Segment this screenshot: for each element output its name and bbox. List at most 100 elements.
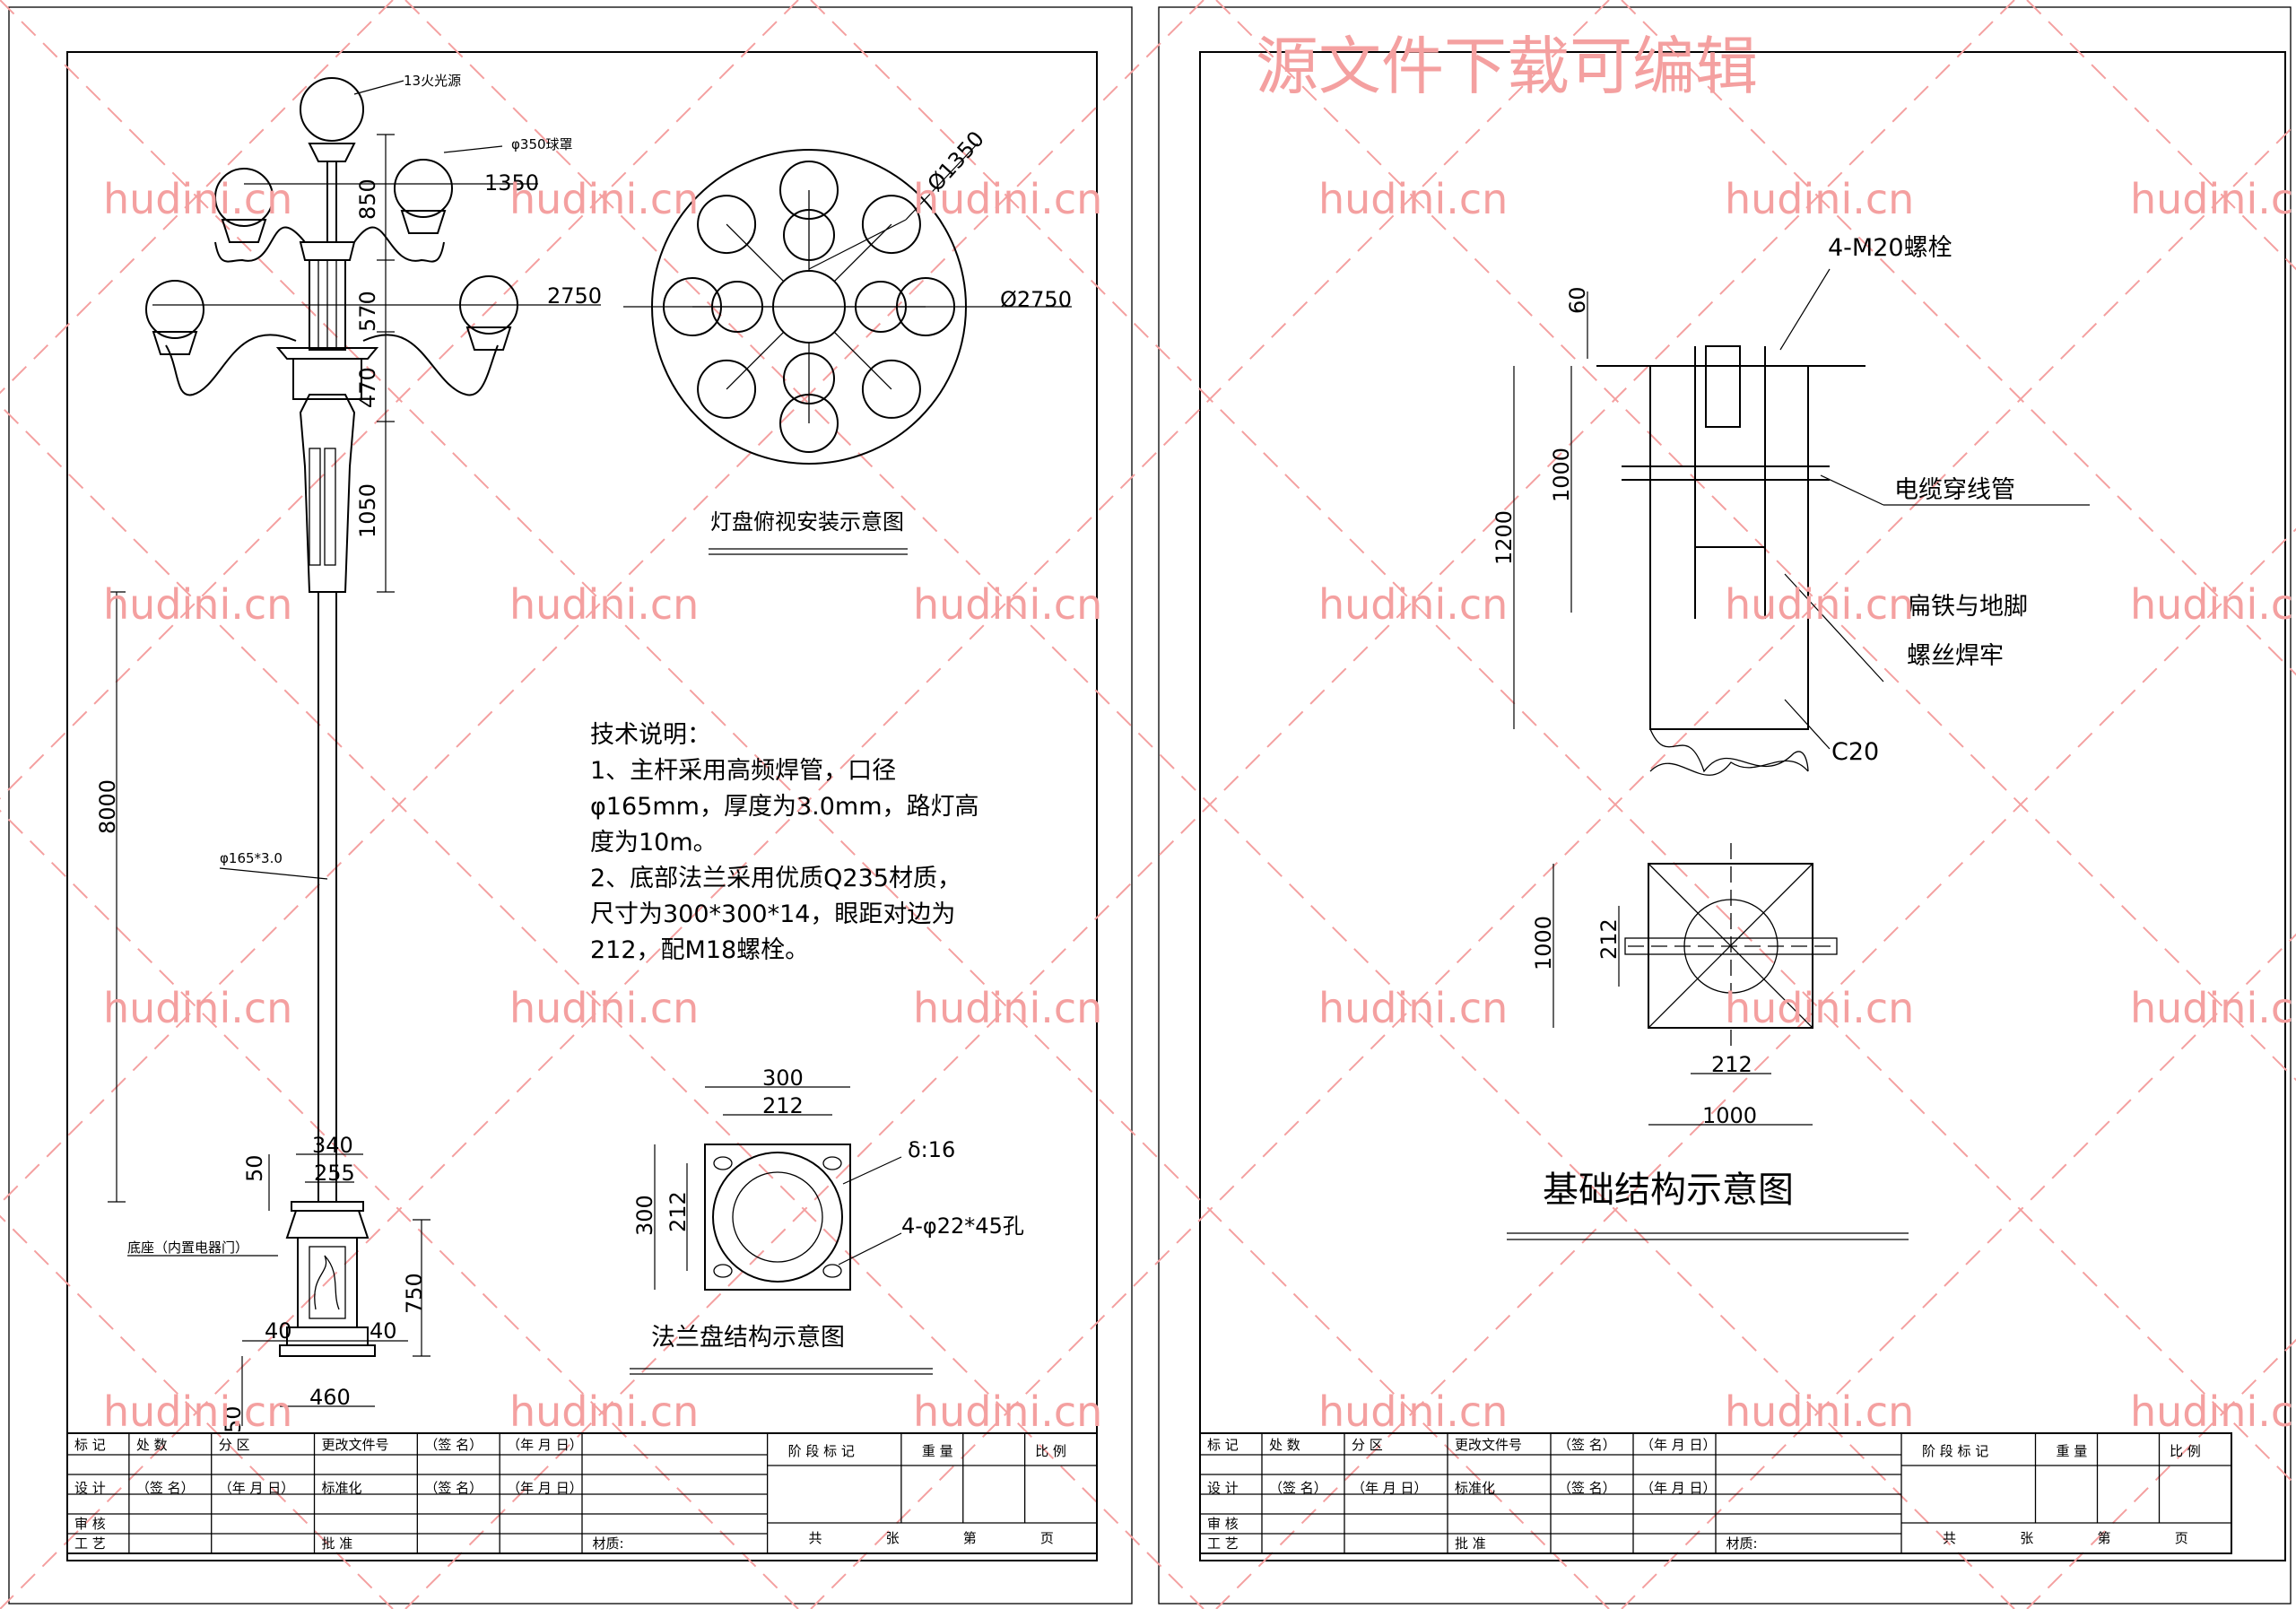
watermark-dash: [1215, 0, 2296, 1082]
tb-cell: 批 准: [322, 1535, 353, 1552]
flange-dim-212-top: 212: [762, 1093, 804, 1118]
tb-cell: （年 月 日）: [1640, 1437, 1717, 1453]
watermark-dash: [2026, 1338, 2296, 1609]
watermark-site: hudini.cn: [1318, 580, 1508, 629]
watermark-dash: [810, 122, 2296, 1609]
tb-cell: （年 月 日）: [219, 1480, 295, 1496]
dim-570: 570: [355, 291, 380, 332]
flange-holes-label: 4-φ22*45孔: [901, 1213, 1024, 1239]
watermark-dash: [0, 1214, 394, 1609]
watermark-site: hudini.cn: [2130, 984, 2296, 1032]
topview-inner-globe: [783, 352, 835, 404]
topview-arm: [726, 223, 785, 283]
tb-material: 材质:: [1726, 1535, 1758, 1552]
tb-cell: 标 记: [74, 1437, 106, 1453]
watermark-dash: [0, 0, 394, 395]
tb-cell: 标 记: [1207, 1437, 1239, 1453]
tech-note-line: 尺寸为300*300*14，眼距对边为: [590, 900, 955, 928]
left-sheet-frame: [8, 6, 1133, 1605]
watermark-dash: [0, 0, 799, 800]
topview-globe: [779, 161, 839, 220]
topview-globe: [861, 359, 921, 419]
weld-note-line1: 扁铁与地脚: [1907, 593, 2028, 621]
watermark-site: hudini.cn: [1725, 580, 1914, 629]
tb-stage: 阶 段 标 记: [1922, 1443, 1988, 1459]
pole-elevation: [145, 77, 518, 1357]
tb-cell: 设 计: [74, 1480, 106, 1496]
tb-cell: 标准化: [322, 1480, 362, 1496]
dim-50-top: 50: [242, 1154, 267, 1182]
watermark-site: hudini.cn: [913, 984, 1102, 1032]
watermark-site: hudini.cn: [2130, 580, 2296, 629]
dim-50-bottom: 50: [221, 1405, 246, 1433]
topview-inner-globe: [855, 281, 907, 333]
foundation-section: 4-M20螺栓 60 1000 1200 电缆穿线管 扁铁与地脚 螺丝焊牢 C2…: [1492, 234, 2090, 776]
dim-1050: 1050: [355, 483, 380, 538]
watermark-headline: 源文件下载可编辑: [1256, 30, 1758, 103]
tech-notes-title: 技术说明：: [590, 721, 711, 749]
watermark-site: hudini.cn: [509, 1387, 699, 1436]
tb-cell: 更改文件号: [322, 1437, 389, 1453]
dim-460: 460: [309, 1385, 351, 1410]
watermark-site: hudini.cn: [1725, 984, 1914, 1032]
topview-arm: [833, 331, 892, 390]
watermark-site: hudini.cn: [509, 175, 699, 223]
flange-thickness-label: δ:16: [908, 1137, 955, 1162]
watermark-site: hudini.cn: [2130, 1387, 2296, 1436]
topview-caption: 灯盘俯视安装示意图: [710, 509, 904, 535]
dim-750: 750: [402, 1273, 427, 1314]
concrete-grade-label: C20: [1831, 738, 1879, 766]
topview-globe: [861, 195, 921, 255]
flange-dim-300-side: 300: [632, 1195, 657, 1236]
cable-pipe-label: 电缆穿线管: [1894, 476, 2015, 504]
dim-850: 850: [355, 178, 380, 220]
technical-notes: 技术说明： 1、主杆采用高频焊管，口径 φ165mm，厚度为3.0mm，路灯高 …: [590, 721, 979, 964]
watermark-dash: [810, 0, 2296, 1487]
watermark-site: hudini.cn: [103, 580, 292, 629]
tb-scale: 比 例: [2170, 1443, 2201, 1459]
tb-cell: （签 名）: [1269, 1480, 1327, 1496]
watermark-dash: [0, 0, 1205, 1205]
pole-dimensions: 850 570 470 1050 1350 2750 8000 340 255 …: [95, 134, 602, 1433]
watermark-site: hudini.cn: [1318, 984, 1508, 1032]
watermark-site: hudini.cn: [103, 175, 292, 223]
base-note-label: 底座（内置电器门）: [127, 1239, 248, 1256]
tb-sheets: 页: [1040, 1530, 1054, 1546]
foundation-dim-1200: 1200: [1492, 510, 1517, 565]
foundation-caption: 基础结构示意图: [1543, 1170, 1794, 1211]
dim-8000: 8000: [95, 779, 120, 834]
tech-note-line: 212，配M18螺栓。: [590, 936, 809, 964]
tb-scale: 比 例: [1035, 1443, 1066, 1459]
tb-sheets: 页: [2175, 1530, 2188, 1546]
tb-cell: （签 名）: [424, 1480, 483, 1496]
dim-340: 340: [312, 1133, 353, 1158]
tb-cell: 批 准: [1455, 1535, 1486, 1552]
foundation-plan: 212 1000 212 1000 基础结构示意图: [1507, 843, 1909, 1240]
tb-cell: （签 名）: [1558, 1437, 1616, 1453]
tb-cell: 更改文件号: [1455, 1437, 1522, 1453]
watermark-site: hudini.cn: [913, 1387, 1102, 1436]
watermark-text: 源文件下载可编辑 hudini.cn hudini.cn hudini.cn hudi…: [103, 30, 2296, 1436]
topview-globe: [697, 359, 757, 419]
topview-arm: [726, 331, 785, 390]
right-sheet-frame: [1158, 6, 2292, 1605]
tech-note-line: 度为10m。: [590, 829, 718, 857]
watermark-dash: [1215, 527, 2296, 1609]
tb-stage: 阶 段 标 记: [788, 1443, 855, 1459]
tb-sheets: 第: [2098, 1530, 2111, 1546]
plan-dim-1000-bottom: 1000: [1702, 1103, 1757, 1128]
watermark-site: hudini.cn: [913, 580, 1102, 629]
dim-255: 255: [314, 1161, 355, 1186]
plan-dim-1000-side: 1000: [1531, 916, 1556, 970]
foundation-dim-60: 60: [1565, 286, 1590, 314]
watermark-site: hudini.cn: [509, 580, 699, 629]
foundation-bolts-label: 4-M20螺栓: [1828, 234, 1952, 262]
tb-cell: （签 名）: [1558, 1480, 1616, 1496]
watermark-site: hudini.cn: [103, 984, 292, 1032]
tb-weight: 重 量: [922, 1443, 953, 1459]
watermark-site: hudini.cn: [1318, 175, 1508, 223]
pipe-label: φ165*3.0: [220, 850, 283, 866]
watermark-dash: [0, 809, 799, 1609]
watermark-site: hudini.cn: [2130, 175, 2296, 223]
